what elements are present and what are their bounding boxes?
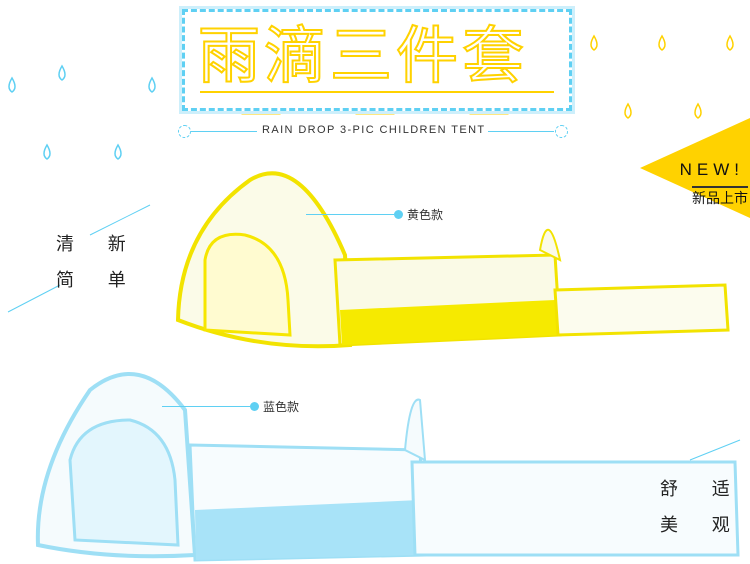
subtitle: RAIN DROP 3-PIC CHILDREN TENT (262, 124, 486, 136)
pointer-dot (250, 402, 259, 411)
variant-name: 黄色款 (407, 208, 444, 222)
pointer-line (306, 214, 394, 215)
yellow-variant-label: 黄色款 (306, 206, 443, 223)
pointer-dot (394, 210, 403, 219)
pointer-line (162, 406, 250, 407)
circle-ornament-left (178, 125, 191, 138)
blue-variant-label: 蓝色款 (162, 398, 299, 415)
variant-name: 蓝色款 (263, 400, 300, 414)
left-slogan-1: 清 新 (56, 234, 140, 255)
title-frame (182, 9, 572, 111)
page-title: 雨滴三件套 (197, 18, 529, 93)
right-slogan-1: 舒 适 (660, 479, 744, 500)
new-badge-label: NEW! (679, 160, 744, 179)
circle-ornament-right (555, 125, 568, 138)
yellow-raindrop-icons (590, 34, 734, 119)
raindrop-icons (8, 64, 156, 160)
left-slogan-2: 简 单 (56, 270, 140, 291)
yellow-tent-set (175, 171, 730, 349)
right-slogan-2: 美 观 (660, 515, 744, 536)
new-badge-text: 新品上市 (692, 186, 748, 208)
blue-tent-set (35, 372, 740, 562)
new-badge-triangle (640, 118, 750, 218)
subtitle-line-right (488, 131, 554, 132)
subtitle-line-left (191, 131, 257, 132)
title-underline (200, 91, 554, 93)
